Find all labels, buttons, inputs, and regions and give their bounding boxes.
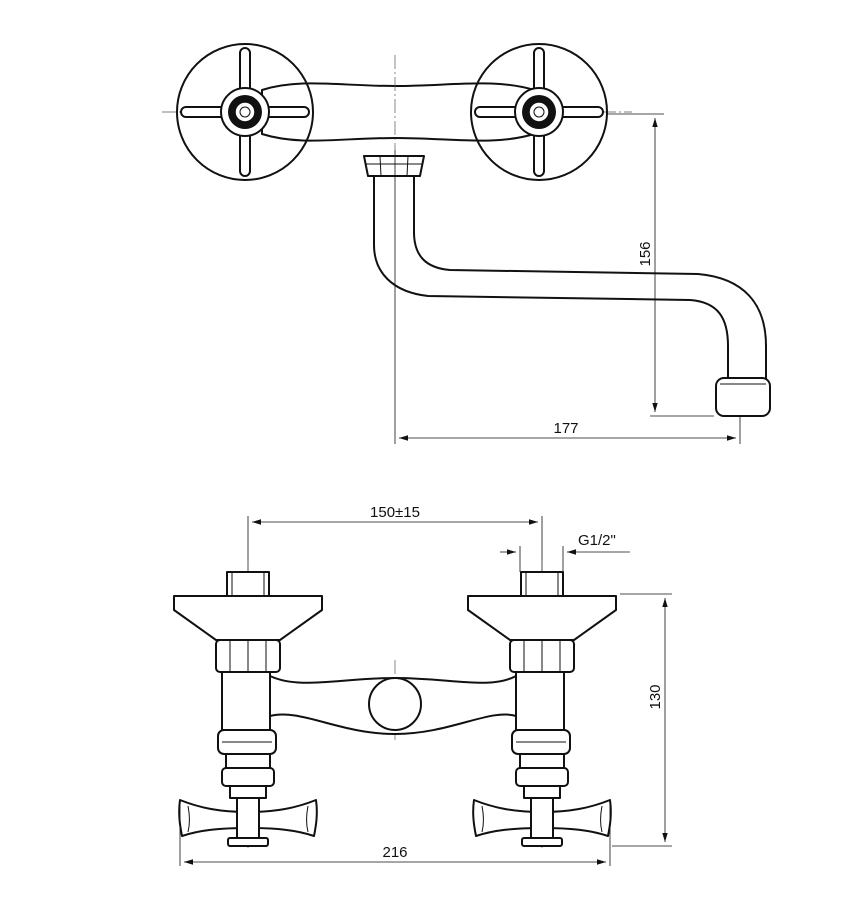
left-wall-flange (173, 595, 323, 641)
right-valve-assembly (467, 571, 617, 847)
right-cross-handle (474, 47, 604, 177)
left-valve-assembly (173, 571, 323, 847)
spout-aerator (715, 377, 771, 417)
left-escutcheon (176, 43, 314, 181)
top-view: 156 177 (162, 43, 771, 444)
dim-spout-height: 156 (637, 241, 654, 266)
front-view: 150±15 G1/2" (173, 504, 672, 866)
dim-body-height: 130 (647, 684, 664, 709)
dim-spout-reach: 177 (553, 420, 578, 437)
dim-total-width: 216 (382, 844, 407, 861)
dim-thread: G1/2" (578, 532, 616, 549)
spout-nut (363, 155, 425, 177)
spout-tube (373, 176, 729, 381)
left-cross-handle (180, 47, 310, 177)
right-wall-flange (467, 595, 617, 641)
spout-outlet (368, 677, 422, 731)
right-escutcheon (470, 43, 608, 181)
dim-center-distance: 150±15 (370, 504, 420, 521)
